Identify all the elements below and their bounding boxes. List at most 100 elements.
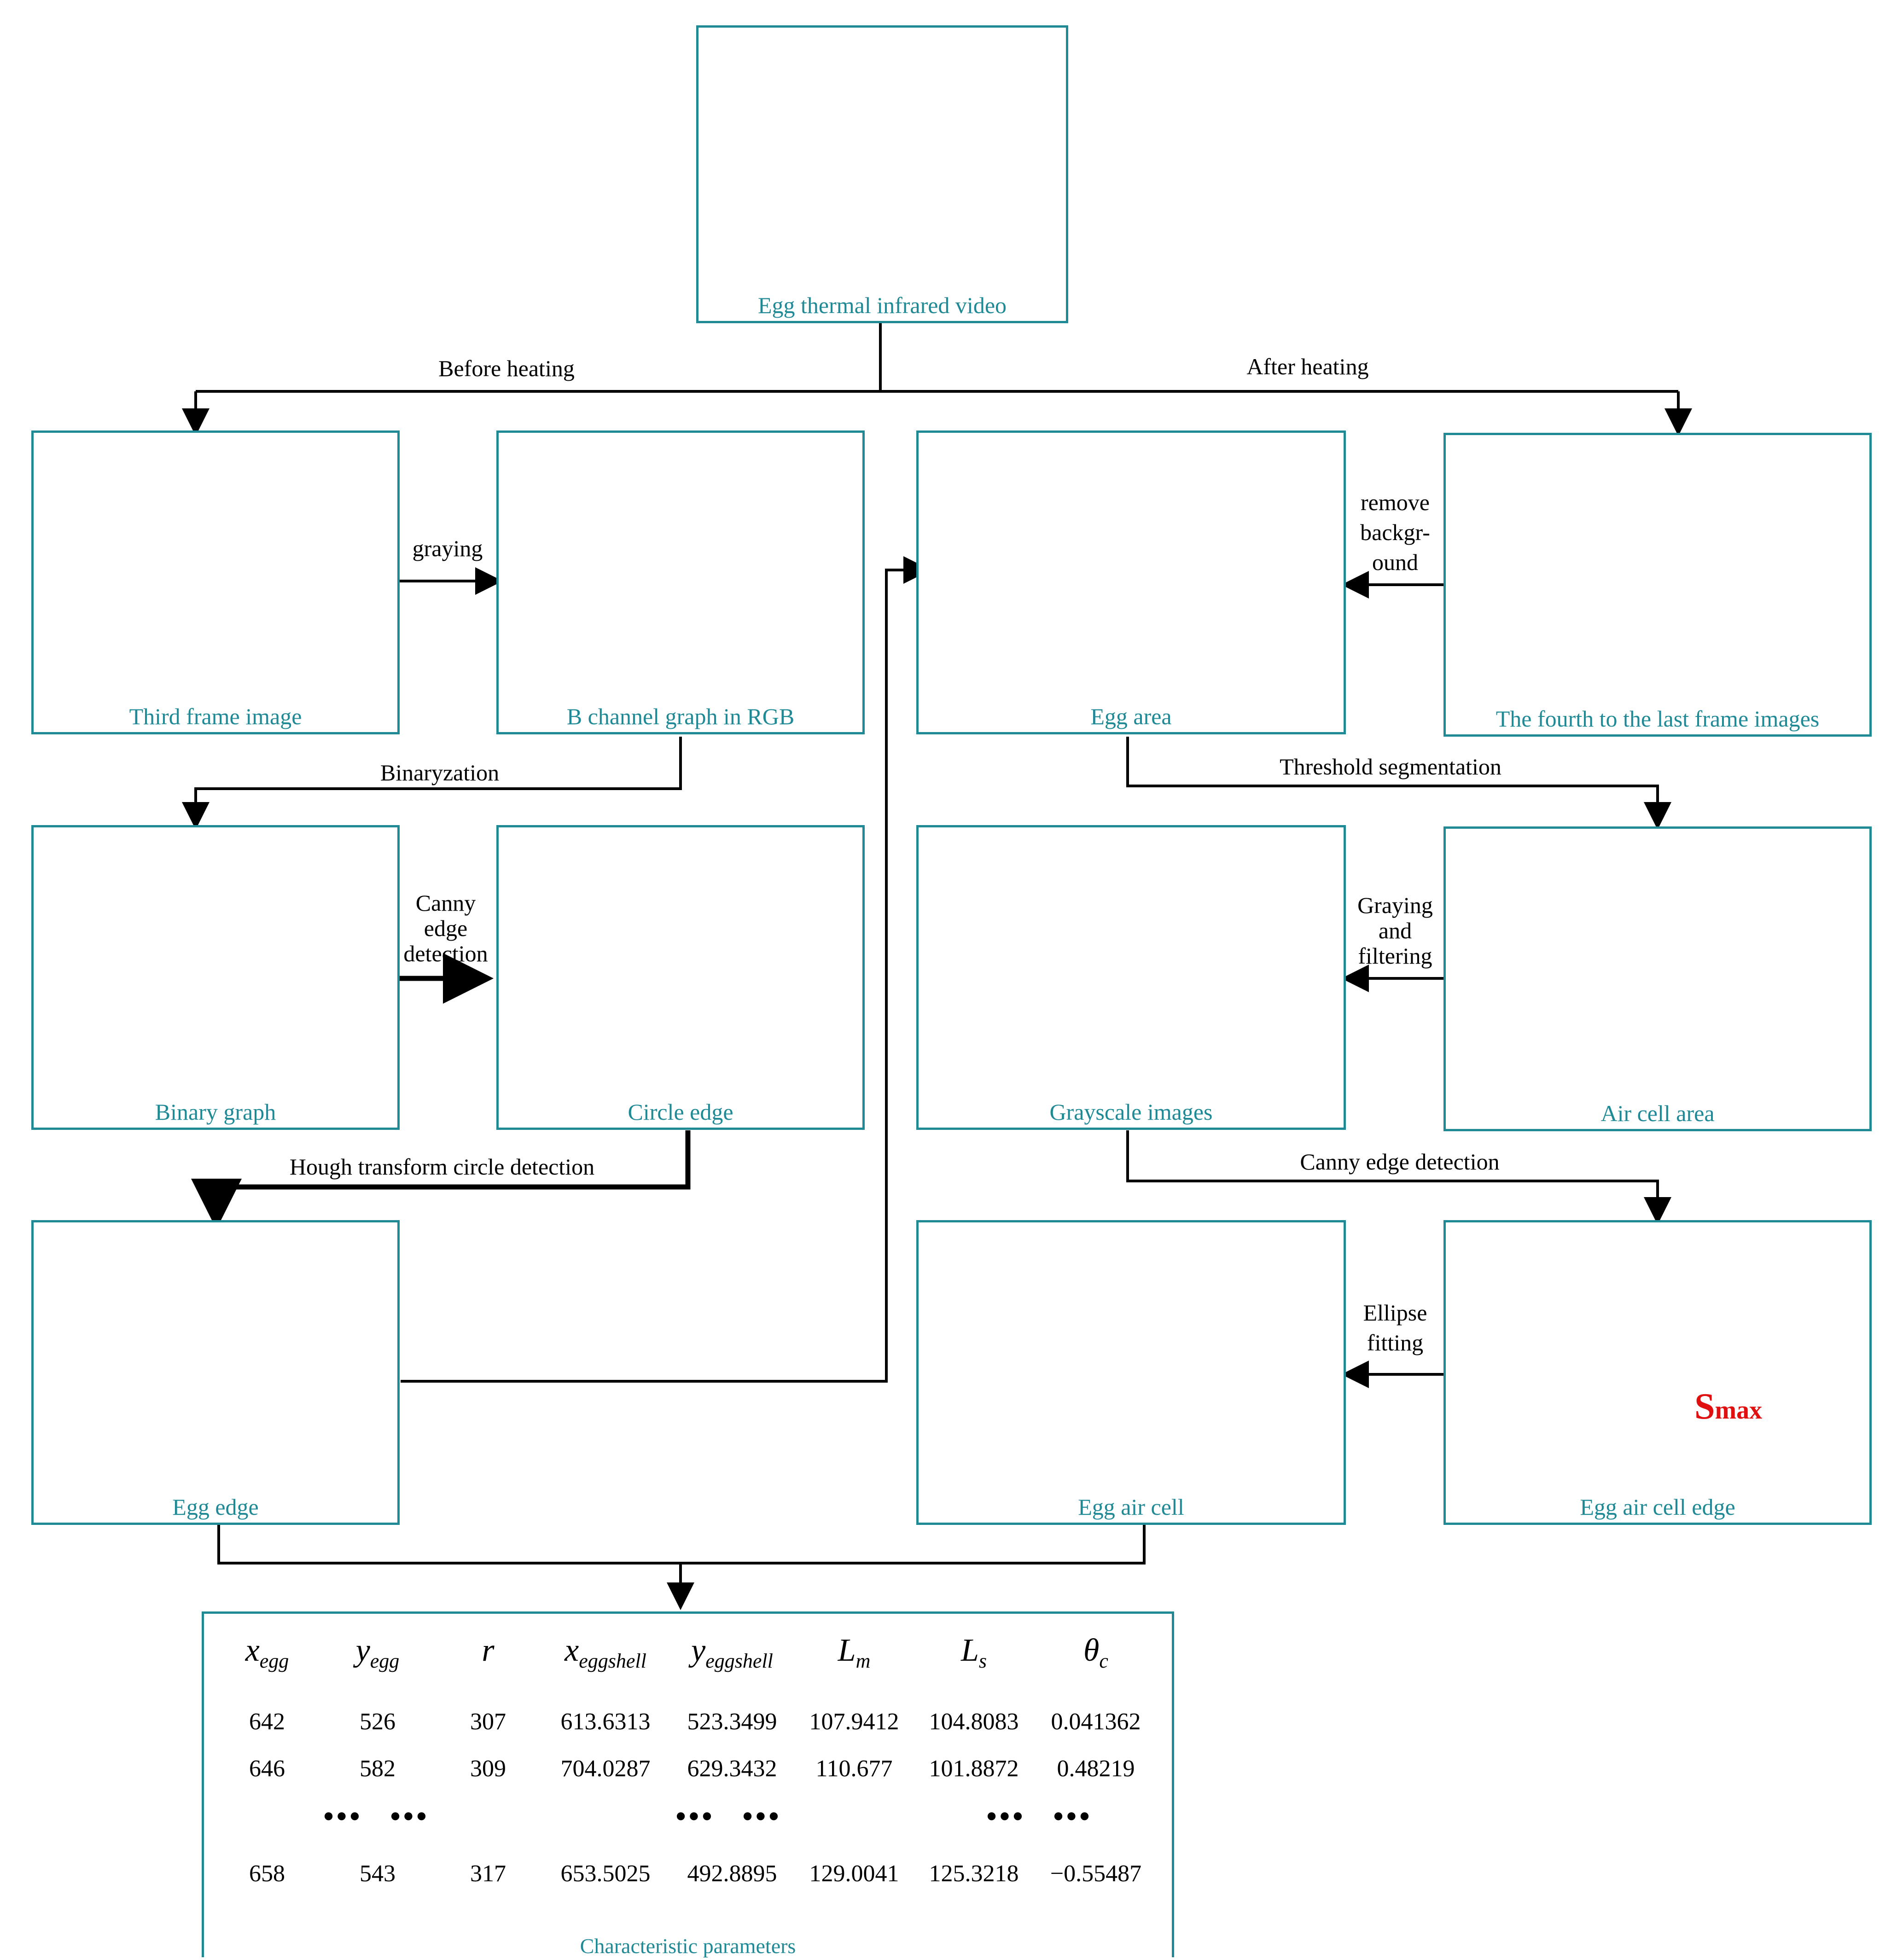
label-remove-2: backgr-: [1360, 519, 1430, 545]
smax-label: Smax: [1694, 1386, 1805, 1431]
header-subscript: egg: [259, 1650, 289, 1672]
panel-characteristic: Characteristic parameters: [202, 1611, 1174, 1958]
table-header: xeggshell: [536, 1632, 675, 1673]
table-cell: 704.0287: [560, 1756, 651, 1782]
smax-sub: max: [1715, 1396, 1763, 1425]
table-header: Ls: [905, 1632, 1043, 1673]
table-cell: 107.9412: [809, 1709, 899, 1735]
header-subscript: m: [855, 1650, 871, 1672]
header-symbol: x: [564, 1633, 579, 1668]
smax-s: S: [1694, 1386, 1715, 1427]
caption-grayscale: Grayscale images: [1049, 1099, 1213, 1125]
label-remove-1: remove: [1361, 489, 1430, 515]
caption-third-frame: Third frame image: [129, 704, 302, 729]
table-cell: 309: [470, 1756, 506, 1782]
header-subscript: egg: [370, 1650, 400, 1672]
caption-air-cell-area: Air cell area: [1600, 1100, 1715, 1126]
label-canny-2: edge: [424, 915, 468, 941]
panel-circle-edge: Circle edge: [496, 825, 865, 1130]
header-subscript: eggshell: [579, 1650, 646, 1672]
caption-binary: Binary graph: [155, 1099, 276, 1125]
label-before-heating: Before heating: [438, 355, 575, 381]
panel-third-frame: Third frame image: [31, 430, 400, 734]
caption-air-cell-edge: Egg air cell edge: [1580, 1494, 1735, 1520]
table-cell: 582: [360, 1756, 396, 1782]
table-cell: 129.0041: [809, 1861, 899, 1887]
table-cell: −0.55487: [1050, 1861, 1142, 1887]
table-cell: 125.3218: [929, 1861, 1019, 1887]
table-cell: 543: [360, 1861, 396, 1887]
table-ellipsis: •••: [986, 1800, 1026, 1832]
caption-characteristic: Characteristic parameters: [580, 1934, 796, 1958]
header-symbol: y: [691, 1633, 706, 1668]
table-ellipsis: •••: [742, 1800, 782, 1832]
table-cell: 523.3499: [687, 1709, 777, 1735]
table-header: θc: [1027, 1632, 1165, 1673]
table-cell: 0.48219: [1057, 1756, 1135, 1782]
label-canny-edge: Canny edge detection: [1300, 1149, 1500, 1175]
header-symbol: L: [960, 1633, 979, 1668]
caption-circle-edge: Circle edge: [628, 1099, 733, 1125]
panel-egg-area: Egg area: [916, 430, 1346, 734]
table-cell: 526: [360, 1709, 396, 1735]
table-ellipsis: •••: [1053, 1800, 1093, 1832]
panel-egg-air-cell: Egg air cell: [916, 1220, 1346, 1525]
panel-air-cell-edge: Egg air cell edge: [1443, 1220, 1872, 1525]
label-graying-filter-1: Graying: [1357, 892, 1433, 918]
header-symbol: L: [838, 1633, 856, 1668]
label-remove-3: ound: [1372, 549, 1418, 575]
panel-fourth-last: The fourth to the last frame images: [1443, 433, 1872, 737]
caption-egg-edge: Egg edge: [172, 1494, 259, 1520]
label-graying-filter-2: and: [1378, 918, 1412, 943]
label-hough: Hough transform circle detection: [289, 1154, 595, 1180]
table-cell: 317: [470, 1861, 506, 1887]
table-header: xegg: [198, 1632, 336, 1673]
table-ellipsis: •••: [323, 1800, 363, 1832]
table-cell: 307: [470, 1709, 506, 1735]
caption-fourth-last: The fourth to the last frame images: [1496, 706, 1820, 732]
label-binaryzation: Binaryzation: [380, 760, 500, 785]
table-cell: 613.6313: [560, 1709, 651, 1735]
panel-egg-edge: Egg edge: [31, 1220, 400, 1525]
panel-air-cell-area: Air cell area: [1443, 826, 1872, 1131]
table-cell: 110.677: [815, 1756, 893, 1782]
table-cell: 653.5025: [560, 1861, 651, 1887]
table-cell: 629.3432: [687, 1756, 777, 1782]
table-header: r: [419, 1632, 557, 1673]
label-graying-filter-3: filtering: [1358, 943, 1432, 969]
table-header: Lm: [785, 1632, 923, 1673]
header-symbol: x: [245, 1633, 260, 1668]
header-subscript: s: [978, 1650, 987, 1672]
table-ellipsis: •••: [675, 1800, 715, 1832]
caption-egg-area: Egg area: [1090, 704, 1172, 729]
table-ellipsis: •••: [390, 1800, 430, 1832]
label-threshold: Threshold segmentation: [1280, 754, 1501, 779]
table-cell: 101.8872: [929, 1756, 1019, 1782]
label-ellipse-2: fitting: [1367, 1330, 1424, 1355]
panel-binary: Binary graph: [31, 825, 400, 1130]
table-header: yeggshell: [663, 1632, 801, 1673]
table-cell: 642: [249, 1709, 285, 1735]
header-symbol: θ: [1083, 1633, 1100, 1668]
caption-video: Egg thermal infrared video: [757, 292, 1007, 318]
label-ellipse-1: Ellipse: [1363, 1300, 1427, 1326]
caption-b-channel: B channel graph in RGB: [566, 704, 795, 729]
label-canny-1: Canny: [415, 890, 476, 916]
table-cell: 0.041362: [1051, 1709, 1141, 1735]
table-header: yegg: [308, 1632, 447, 1673]
panel-grayscale: Grayscale images: [916, 825, 1346, 1130]
label-after-heating: After heating: [1246, 354, 1369, 379]
caption-egg-air-cell: Egg air cell: [1078, 1494, 1184, 1520]
label-canny-3: detection: [403, 941, 488, 966]
label-graying: graying: [412, 535, 483, 561]
header-symbol: r: [482, 1633, 495, 1668]
table-cell: 492.8895: [687, 1861, 777, 1887]
table-cell: 104.8083: [929, 1709, 1019, 1735]
table-cell: 658: [249, 1861, 285, 1887]
header-symbol: y: [355, 1633, 370, 1668]
panel-b-channel: B channel graph in RGB: [496, 430, 865, 734]
table-cell: 646: [249, 1756, 285, 1782]
header-subscript: c: [1099, 1650, 1108, 1672]
panel-video: Egg thermal infrared video: [696, 25, 1068, 323]
